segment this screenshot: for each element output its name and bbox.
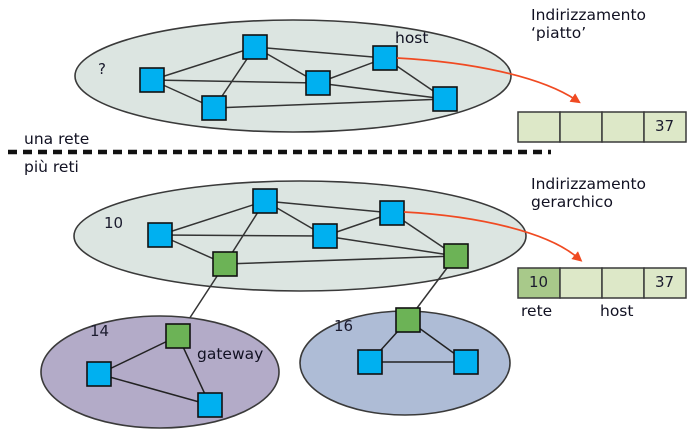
flat-address-arrow [396,57,581,104]
hierarchical-address-cell-4-value: 37 [655,273,675,291]
host-label-top: host [395,29,429,47]
host-node [252,188,278,214]
host-node [86,361,112,387]
left-subnet-nodes [86,323,223,418]
top-network-group [74,19,581,133]
host-node [453,349,479,375]
gateway-node [395,307,421,333]
flat-address-cell-4-value: 37 [655,117,675,135]
host-node [197,392,223,418]
flat-addressing-title-line1: Indirizzamento [531,6,647,24]
divider-label-above: una rete [24,130,90,148]
unknown-network-label: ? [98,60,106,78]
top-network-ellipse [74,19,512,133]
gateway-node [165,323,191,349]
top-network-nodes [139,34,458,121]
flat-addressing-title-line2: ‘piatto’ [531,24,587,42]
host-node [242,34,268,60]
field-label-host: host [600,302,634,320]
host-node-labeled [379,200,405,226]
host-node [139,67,165,93]
host-node [357,349,383,375]
host-node-labeled [372,45,398,71]
hierarchical-address-box [517,267,687,299]
mid-network-group [73,180,583,337]
mid-network-edges [159,200,457,265]
host-node [312,223,338,249]
hierarchical-addressing-title-line1: Indirizzamento [531,175,647,193]
mid-network-nodes [147,188,469,277]
host-node [201,95,227,121]
hierarchical-addressing-title-line2: gerarchico [531,193,613,211]
network-14-label: 14 [90,322,110,340]
host-node [147,222,173,248]
field-label-rete: rete [521,302,553,320]
host-node [432,86,458,112]
hierarchical-address-cell-1-value: 10 [529,273,549,291]
divider-label-below: più reti [24,158,79,176]
left-subnet-ellipse [40,315,280,429]
hierarchical-address-arrow [403,211,583,262]
gateway-node [212,251,238,277]
right-subnet-nodes [357,307,479,375]
left-subnet-group [40,315,280,429]
network-10-label: 10 [104,214,124,232]
flat-address-box [517,111,687,143]
right-subnet-group [299,307,511,416]
gateway-label: gateway [197,345,264,363]
gateway-node [443,243,469,269]
host-node [305,70,331,96]
network-16-label: 16 [334,317,354,335]
